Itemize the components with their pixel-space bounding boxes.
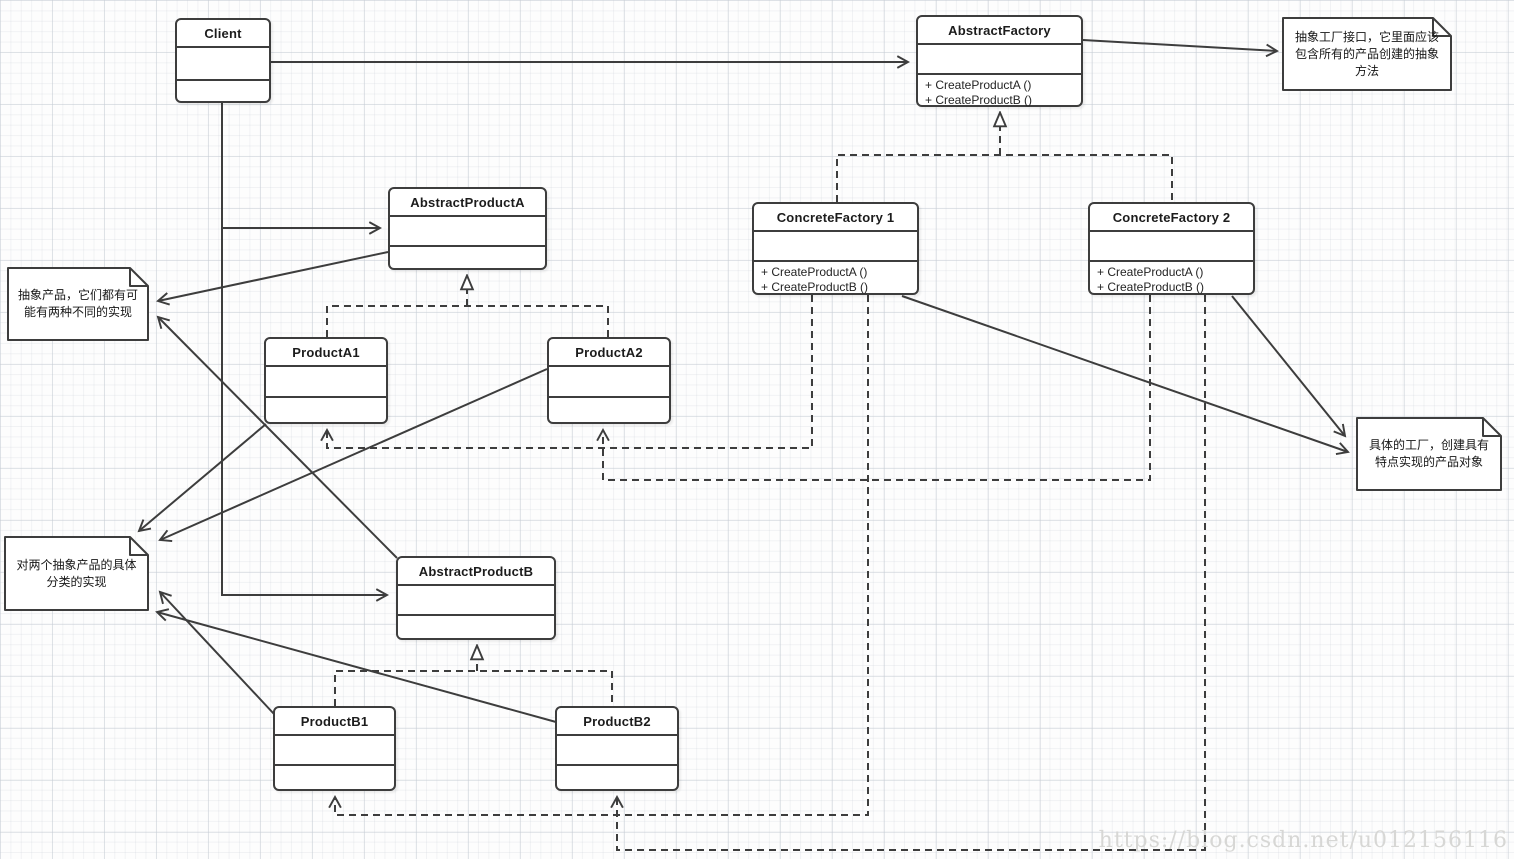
class-attributes	[754, 230, 917, 260]
class-attributes	[1090, 230, 1253, 260]
class-product-a1: ProductA1	[264, 337, 388, 424]
note-shape-concrete-factories	[1356, 417, 1502, 491]
note-fold-concrete-factories	[1482, 418, 1501, 437]
class-attributes	[398, 584, 554, 614]
connector-abstractproductb-note	[156, 315, 398, 559]
class-methods	[549, 396, 669, 422]
class-product-b1: ProductB1	[273, 706, 396, 791]
class-title: ConcreteFactory 2	[1112, 209, 1231, 225]
class-attributes	[918, 43, 1081, 73]
class-methods	[557, 764, 677, 789]
connector-concretefactory2-productb2	[610, 295, 1206, 851]
class-attributes	[390, 215, 545, 245]
watermark-text: https://blog.csdn.net/u012156116	[1098, 828, 1508, 853]
connector-producta-tree	[326, 305, 609, 337]
connector-productb1-note	[158, 590, 275, 715]
class-client: Client	[175, 18, 271, 103]
connector-productb2-note	[155, 608, 557, 723]
class-methods: + CreateProductA () + CreateProductB ()	[754, 260, 917, 295]
class-abstract-product-a: AbstractProductA	[388, 187, 547, 270]
class-title: AbstractProductB	[418, 563, 534, 579]
note-shape-product-implementations	[4, 536, 149, 611]
connector-concretefactory1-producta1	[320, 295, 813, 449]
note-product-implementations: 对两个抽象产品的具体分类的实现	[16, 557, 137, 589]
note-fold-abstract-products	[129, 268, 148, 287]
connector-producta1-note	[137, 423, 267, 533]
connector-client-abstractproductb	[221, 103, 390, 602]
class-product-a2: ProductA2	[547, 337, 671, 424]
class-methods	[266, 396, 386, 422]
class-title: ProductB1	[300, 713, 369, 729]
note-concrete-factories: 具体的工厂，创建具有特点实现的产品对象	[1368, 438, 1489, 469]
note-shape-abstract-factory	[1282, 17, 1452, 91]
class-title: ProductA1	[292, 344, 360, 360]
class-attributes	[266, 365, 386, 396]
method-label: + CreateProductB ()	[1097, 280, 1205, 294]
note-abstract-products: 抽象产品，它们都有可能有两种不同的实现	[17, 288, 138, 319]
connector-factories-tree	[836, 154, 1173, 202]
class-methods: + CreateProductA () + CreateProductB ()	[918, 73, 1081, 108]
method-label: + CreateProductA ()	[1097, 265, 1204, 279]
class-attributes	[557, 734, 677, 764]
connector-concretefactory2-producta2	[596, 295, 1151, 481]
method-label: + CreateProductA ()	[761, 265, 868, 279]
class-methods: + CreateProductA () + CreateProductB ()	[1090, 260, 1253, 295]
class-attributes	[177, 46, 269, 79]
class-title: ConcreteFactory 1	[776, 209, 895, 225]
class-abstract-product-b: AbstractProductB	[396, 556, 556, 640]
connector-concretefactory2-note	[1231, 295, 1347, 438]
class-attributes	[549, 365, 669, 396]
class-title: ProductB2	[583, 713, 651, 729]
class-product-b2: ProductB2	[555, 706, 679, 791]
connector-producta2-note	[158, 368, 548, 543]
class-methods	[390, 245, 545, 268]
connector-concretefactory1-productb1	[328, 295, 869, 816]
method-label: + CreateProductA ()	[925, 78, 1032, 92]
connector-concretefactory1-note	[901, 295, 1350, 455]
class-title: AbstractProductA	[410, 194, 525, 210]
class-methods	[275, 764, 394, 789]
connector-abstractfactory-note	[1082, 39, 1279, 58]
connector-abstractproducta-note	[156, 251, 389, 306]
class-title: Client	[204, 25, 242, 41]
method-label: + CreateProductB ()	[761, 280, 869, 294]
class-title: AbstractFactory	[948, 22, 1051, 38]
note-fold-product-implementations	[129, 537, 148, 556]
note-fold-abstract-factory	[1432, 18, 1451, 37]
method-label: + CreateProductB ()	[925, 93, 1033, 107]
class-abstract-factory: AbstractFactory + CreateProductA () + Cr…	[916, 15, 1083, 107]
connector-productb-tree	[334, 670, 613, 706]
class-methods	[177, 79, 269, 101]
class-title: ProductA2	[575, 344, 643, 360]
note-shape-abstract-products	[7, 267, 149, 341]
note-abstract-factory: 抽象工厂接口，它里面应该包含所有的产品创建的抽象方法	[1294, 29, 1439, 78]
class-methods	[398, 614, 554, 638]
class-attributes	[275, 734, 394, 764]
class-concrete-factory-2: ConcreteFactory 2 + CreateProductA () + …	[1088, 202, 1255, 295]
class-concrete-factory-1: ConcreteFactory 1 + CreateProductA () + …	[752, 202, 919, 295]
